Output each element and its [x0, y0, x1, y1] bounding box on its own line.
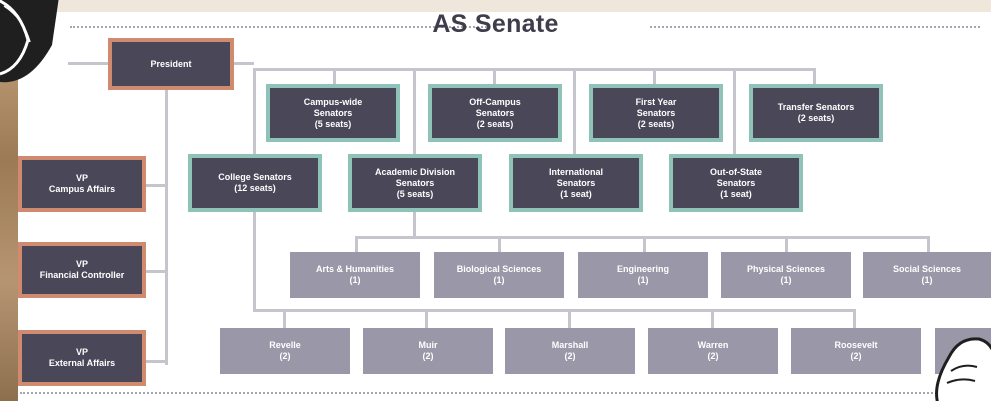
top-band — [0, 0, 991, 12]
vp-campus-affairs-box: VP Campus Affairs — [18, 156, 146, 212]
connector — [253, 68, 256, 156]
connector — [232, 62, 254, 65]
connector — [165, 87, 168, 365]
senator-label: International Senators (1 seat) — [548, 166, 603, 199]
senator-label: Transfer Senators (2 seats) — [777, 102, 855, 123]
college-label: Muir (2) — [418, 340, 438, 361]
vp-external-affairs-box: VP External Affairs — [18, 330, 146, 386]
senator-label: College Senators (12 seats) — [218, 172, 292, 193]
division-biological-sciences: Biological Sciences (1) — [434, 252, 564, 298]
connector — [355, 236, 358, 252]
left-decorative-strip — [0, 0, 18, 401]
college-roosevelt: Roosevelt (2) — [791, 328, 921, 374]
title-dots-left — [70, 26, 490, 28]
connector — [283, 309, 286, 329]
connector — [253, 210, 256, 312]
college-label: Revelle (2) — [269, 340, 301, 361]
connector — [413, 210, 416, 238]
officer-label: VP Financial Controller — [39, 259, 125, 280]
connector — [853, 309, 856, 329]
connector — [733, 68, 736, 156]
connector — [425, 309, 428, 329]
senator-label: Out-of-State Senators (1 seat) — [710, 166, 762, 199]
college-warren: Warren (2) — [648, 328, 778, 374]
connector — [145, 270, 167, 273]
connector — [498, 236, 501, 252]
off-campus-senators-box: Off-Campus Senators (2 seats) — [428, 84, 562, 142]
senator-label: Campus-wide Senators (5 seats) — [303, 96, 363, 129]
division-social-sciences: Social Sciences (1) — [863, 252, 991, 298]
college-senators-box: College Senators (12 seats) — [188, 154, 322, 212]
connector — [145, 360, 167, 363]
division-label: Social Sciences (1) — [892, 264, 962, 285]
connector — [568, 309, 571, 329]
connector — [643, 236, 646, 252]
connector — [68, 62, 110, 65]
college-marshall: Marshall (2) — [505, 328, 635, 374]
connector — [493, 68, 496, 86]
bottom-dotted-rule — [20, 392, 980, 394]
academic-division-senators-box: Academic Division Senators (5 seats) — [348, 154, 482, 212]
first-year-senators-box: First Year Senators (2 seats) — [589, 84, 723, 142]
connector — [253, 309, 853, 312]
division-engineering: Engineering (1) — [578, 252, 708, 298]
president-box: President — [108, 38, 234, 90]
connector — [653, 68, 656, 86]
connector — [813, 68, 816, 86]
connector — [413, 68, 416, 156]
division-label: Physical Sciences (1) — [746, 264, 826, 285]
officer-label: VP Campus Affairs — [48, 173, 116, 194]
megaphone-icon — [0, 0, 59, 83]
transfer-senators-box: Transfer Senators (2 seats) — [749, 84, 883, 142]
college-muir: Muir (2) — [363, 328, 493, 374]
division-arts-humanities: Arts & Humanities (1) — [290, 252, 420, 298]
officer-label: President — [150, 58, 192, 69]
vp-financial-controller-box: VP Financial Controller — [18, 242, 146, 298]
campus-wide-senators-box: Campus-wide Senators (5 seats) — [266, 84, 400, 142]
connector — [785, 236, 788, 252]
senator-label: Academic Division Senators (5 seats) — [374, 166, 456, 199]
connector — [145, 184, 167, 187]
division-physical-sciences: Physical Sciences (1) — [721, 252, 851, 298]
division-label: Arts & Humanities (1) — [315, 264, 395, 285]
senator-label: Off-Campus Senators (2 seats) — [469, 96, 521, 129]
college-label: Roosevelt (2) — [834, 340, 878, 361]
international-senators-box: International Senators (1 seat) — [509, 154, 643, 212]
connector — [333, 68, 336, 86]
connector — [927, 236, 930, 252]
college-revelle: Revelle (2) — [220, 328, 350, 374]
connector — [253, 68, 815, 71]
chart-title: AS Senate — [432, 10, 559, 38]
connector — [355, 236, 930, 239]
division-label: Engineering (1) — [616, 264, 669, 285]
title-dots-right — [650, 26, 980, 28]
hand-icon — [935, 337, 991, 401]
out-of-state-senators-box: Out-of-State Senators (1 seat) — [669, 154, 803, 212]
connector — [711, 309, 714, 329]
college-label: Warren (2) — [697, 340, 729, 361]
senator-label: First Year Senators (2 seats) — [635, 96, 677, 129]
division-label: Biological Sciences (1) — [456, 264, 542, 285]
college-label: Marshall (2) — [551, 340, 589, 361]
officer-label: VP External Affairs — [48, 347, 116, 368]
connector — [573, 68, 576, 156]
